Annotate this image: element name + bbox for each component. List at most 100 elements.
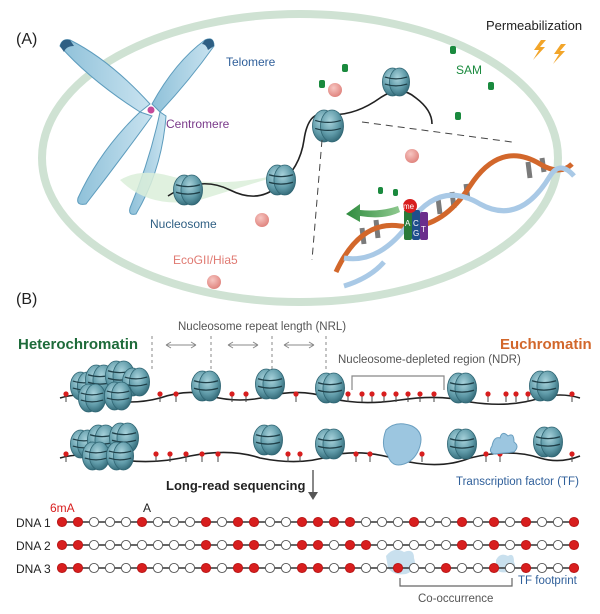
nucleosome (106, 441, 134, 471)
site-6ma (232, 562, 244, 574)
site-6ma (56, 516, 68, 528)
methyl-mark (63, 451, 69, 462)
methyl-mark (359, 391, 365, 402)
site-6ma (520, 562, 532, 574)
heterochromatin-label: Heterochromatin (18, 336, 138, 353)
site-a (264, 516, 276, 528)
site-a (424, 539, 436, 551)
methyl-mark (569, 451, 575, 462)
base-t: T (421, 225, 426, 234)
site-6ma (392, 562, 404, 574)
sam-molecules (319, 46, 494, 196)
site-6ma (296, 516, 308, 528)
site-6ma (344, 516, 356, 528)
read-label-3: DNA 3 (16, 562, 51, 576)
zoom-line (361, 121, 513, 143)
site-6ma (72, 539, 84, 551)
sam-label: SAM (456, 63, 482, 77)
site-6ma (488, 539, 500, 551)
nucleosome (104, 381, 132, 411)
methyl-label: me (403, 202, 415, 211)
site-a (424, 562, 436, 574)
site-6ma (200, 539, 212, 551)
methyl-mark (485, 391, 491, 402)
euchromatin-label: Euchromatin (500, 336, 592, 353)
site-a (408, 539, 420, 551)
methyl-mark (513, 391, 519, 402)
read-label-2: DNA 2 (16, 539, 51, 553)
site-a (168, 516, 180, 528)
read-track (56, 516, 580, 528)
enzyme-particles (207, 83, 419, 289)
site-a (88, 539, 100, 551)
enzyme-label: EcoGII/Hia5 (173, 253, 238, 267)
nucleosome (533, 426, 563, 458)
site-6ma (56, 562, 68, 574)
site-6ma (56, 539, 68, 551)
methyl-mark (483, 451, 489, 462)
read-track (56, 539, 580, 551)
site-6ma (248, 539, 260, 551)
site-6ma (568, 516, 580, 528)
site-a (104, 516, 116, 528)
site-6ma (72, 516, 84, 528)
nucleosome (447, 428, 477, 460)
nucleosome-label: Nucleosome (150, 217, 217, 231)
site-a (264, 562, 276, 574)
site-6ma (136, 516, 148, 528)
site-a (168, 539, 180, 551)
site-a (328, 539, 340, 551)
site-a (536, 562, 548, 574)
chromosome (59, 38, 215, 215)
methyl-mark (243, 391, 249, 402)
site-a (552, 539, 564, 551)
site-a (280, 539, 292, 551)
site-6ma (488, 516, 500, 528)
site-6ma (248, 562, 260, 574)
panel-a-label: (A) (16, 31, 37, 48)
fiber-top (59, 391, 581, 406)
site-6ma (312, 516, 324, 528)
site-a (392, 539, 404, 551)
site-a (280, 516, 292, 528)
methyl-mark (229, 391, 235, 402)
centromere-dot (147, 106, 155, 114)
cooccurrence-label: Co-occurrence (418, 593, 493, 605)
tf-label: Transcription factor (TF) (456, 476, 579, 488)
site-a (216, 516, 228, 528)
site-6ma (344, 539, 356, 551)
site-a (536, 516, 548, 528)
site-6ma (312, 562, 324, 574)
methyl-mark (405, 391, 411, 402)
site-a (104, 562, 116, 574)
a-legend: A (143, 501, 151, 515)
methyl-mark (419, 451, 425, 462)
site-a (408, 562, 420, 574)
methyl-mark (569, 391, 575, 402)
site-a (264, 539, 276, 551)
nucleosomes-b (70, 360, 563, 471)
site-a (120, 562, 132, 574)
base-g: G (413, 229, 419, 238)
site-a (440, 516, 452, 528)
site-a (536, 539, 548, 551)
nucleosome (255, 368, 285, 400)
site-6ma (456, 539, 468, 551)
site-a (280, 562, 292, 574)
site-6ma (200, 516, 212, 528)
site-a (552, 562, 564, 574)
zoom-line (311, 139, 323, 261)
methyl-mark (503, 391, 509, 402)
nucleosome (253, 424, 283, 456)
site-a (504, 516, 516, 528)
zoom-glow (120, 172, 290, 203)
site-a (360, 516, 372, 528)
site-a (120, 516, 132, 528)
read-track (56, 562, 580, 574)
nucleosome (191, 370, 221, 402)
nrl-label: Nucleosome repeat length (NRL) (178, 321, 346, 333)
nrl-markers (151, 336, 327, 372)
ndr-label: Nucleosome-depleted region (NDR) (338, 354, 521, 366)
site-6ma (568, 562, 580, 574)
